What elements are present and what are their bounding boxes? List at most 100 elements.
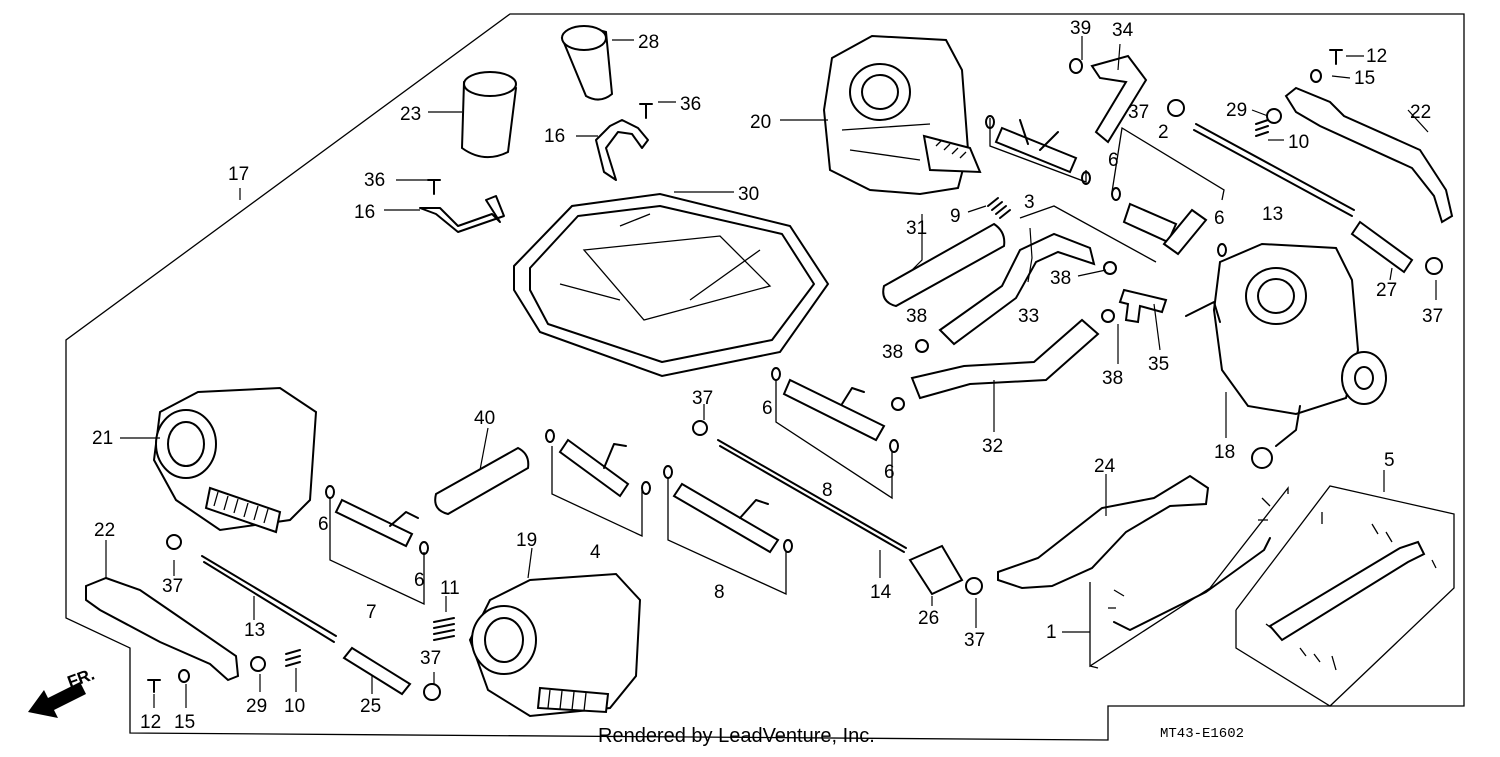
joint-3 [994,119,1078,174]
rod-13-left [201,555,337,643]
callout-6: 6 [884,462,895,483]
clip-39 [1069,58,1083,74]
callout-34: 34 [1112,20,1134,41]
callout-30: 30 [738,184,759,205]
lever-plate-24 [997,474,1210,590]
group-bracket-2 [1111,126,1225,201]
carburetor-21 [152,386,318,534]
washer-6-h [641,481,651,495]
callout-28: 28 [638,32,659,53]
callout-21: 21 [92,428,113,449]
callout-38: 38 [906,306,927,327]
screw-36-b [427,179,441,195]
callout-38: 38 [1102,368,1123,389]
washer-15-right [1310,69,1322,83]
callout-16: 16 [354,202,375,223]
callout-6: 6 [762,398,773,419]
washer-6-g [545,429,555,443]
rod-14 [717,439,907,549]
group-bracket-3 [989,118,1087,183]
air-box-base-30 [513,192,830,378]
callout-labels: 1234566666678891010111212131314151516161… [92,18,1443,733]
link-5-hardware [1265,512,1437,671]
callout-19: 19 [516,530,537,551]
bracket-22-left [85,576,240,682]
link-rod-1 [1113,537,1271,631]
washer-6-j [783,539,793,553]
callout-6: 6 [318,514,329,535]
diagram-code: MT43-E1602 [1160,726,1244,742]
screw-12-left [147,679,161,693]
callout-36: 36 [364,170,385,191]
callout-14: 14 [870,582,892,603]
screw-12-right [1329,49,1343,65]
nut-37-d [166,534,182,550]
callout-36: 36 [680,94,701,115]
clip-38-a [915,339,929,353]
callout-10: 10 [284,696,305,717]
callout-7: 7 [366,602,377,623]
callout-40: 40 [474,408,495,429]
credit-text: Rendered by LeadVenture, Inc. [598,725,875,747]
callout-37: 37 [162,576,183,597]
spring-10-left [285,649,301,667]
bracket-16-upper [595,119,649,181]
callout-9: 9 [950,206,961,227]
callout-12: 12 [1366,46,1387,67]
callout-11: 11 [440,578,460,599]
washer-6-k [325,485,335,499]
washer-6-e [771,367,781,381]
callout-37: 37 [1128,102,1149,123]
shaft-27 [1350,220,1414,274]
spring-10-right [1255,119,1269,137]
group-bracket-7 [329,498,425,606]
pipe-8-lower [672,482,780,554]
callout-27: 27 [1376,280,1397,301]
callout-15: 15 [1354,68,1375,89]
group-bracket-32-33 [1019,205,1157,263]
callout-3: 3 [1024,192,1035,213]
callout-37: 37 [1422,306,1443,327]
callout-25: 25 [360,696,381,717]
nut-37-a [1167,99,1185,117]
screw-36-a [639,103,653,119]
callout-12: 12 [140,712,161,733]
group-bracket-8-upper [775,380,893,500]
shaft-25 [342,646,412,696]
callout-29: 29 [1226,100,1247,121]
nut-29-left [250,656,266,672]
link-5 [1268,540,1426,642]
callout-22: 22 [1410,102,1431,123]
funnel-28 [560,25,614,101]
callout-38: 38 [1050,268,1071,289]
nut-37-b [1425,257,1443,275]
washer-6-i [663,465,673,479]
nut-37-e [965,577,983,595]
nut-37-c [692,420,708,436]
callout-1: 1 [1046,622,1057,643]
group-bracket-1 [1089,486,1289,669]
pipe-7 [334,498,419,548]
carburetor-20 [822,34,982,196]
callout-37: 37 [964,630,985,651]
hose-40 [434,446,530,516]
joint-35 [1118,288,1168,324]
group-bracket-5 [1235,485,1455,707]
callout-2: 2 [1158,122,1169,143]
callout-5: 5 [1384,450,1395,471]
nut-29-right [1266,108,1282,124]
callout-18: 18 [1214,442,1235,463]
callout-39: 39 [1070,18,1091,39]
leader-lines [105,36,1437,708]
callout-37: 37 [420,648,441,669]
clip-38-b [891,397,905,411]
callout-4: 4 [590,542,601,563]
callout-35: 35 [1148,354,1169,375]
callout-26: 26 [918,608,939,629]
callout-23: 23 [400,104,421,125]
callout-24: 24 [1094,456,1116,477]
callout-6: 6 [414,570,425,591]
callout-20: 20 [750,112,771,133]
callout-33: 33 [1018,306,1039,327]
callout-31: 31 [906,218,927,239]
